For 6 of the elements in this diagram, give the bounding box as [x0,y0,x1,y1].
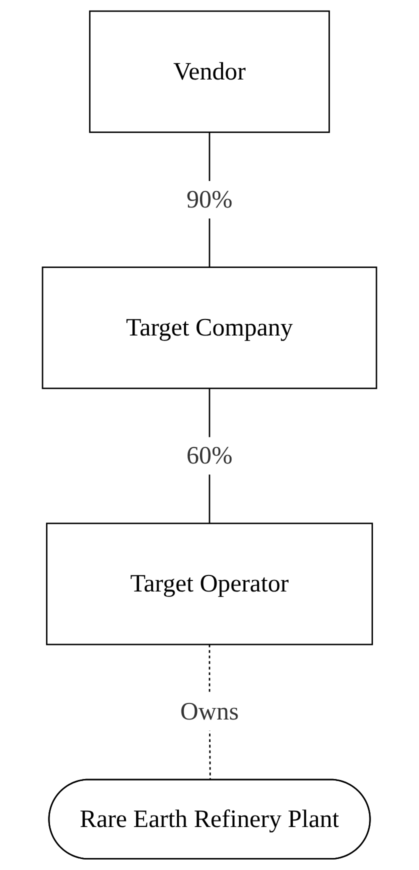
edge-label: Owns [180,697,239,726]
node-box: Target Company [42,266,378,390]
edge-label: 90% [186,185,232,213]
node-box: Target Operator [46,522,373,646]
node-box: Vendor [89,10,330,133]
edge-label: 60% [186,441,232,470]
